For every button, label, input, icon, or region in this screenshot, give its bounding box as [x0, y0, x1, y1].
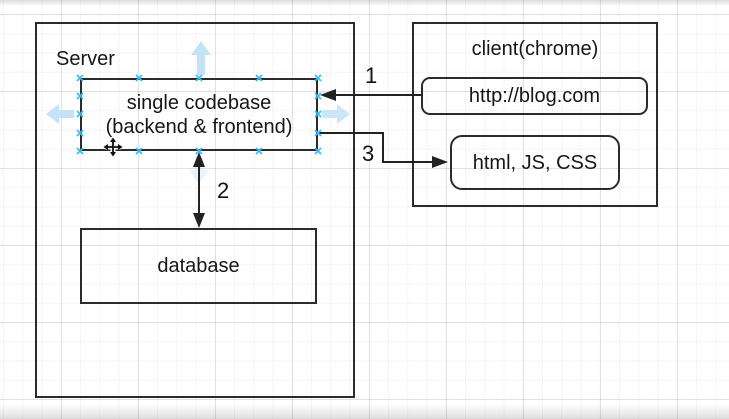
connection-point-icon[interactable] [76, 129, 84, 137]
connection-point-icon[interactable] [195, 147, 203, 155]
single-codebase-label-line2: (backend & frontend) [105, 115, 293, 138]
connector-response-arrowhead-icon [432, 156, 448, 168]
database-label: database [157, 255, 240, 277]
assets-label: html, JS, CSS [472, 151, 598, 174]
connector-response-label[interactable]: 3 [362, 141, 375, 166]
connection-point-icon[interactable] [76, 110, 84, 118]
connection-point-icon[interactable] [76, 74, 84, 82]
assets-shape[interactable]: html, JS, CSS [450, 135, 620, 190]
connection-point-icon[interactable] [314, 74, 322, 82]
connection-point-icon[interactable] [314, 110, 322, 118]
direction-arrow-right-icon[interactable] [322, 104, 350, 124]
direction-arrow-up-icon[interactable] [191, 41, 211, 75]
connector-db-link-arrowhead-top-icon [193, 152, 205, 167]
connector-db-link-label[interactable]: 2 [217, 178, 230, 203]
direction-arrow-left-icon[interactable] [46, 104, 74, 124]
connector-db-link[interactable] [193, 152, 205, 228]
connector-request-arrowhead-icon [320, 89, 336, 101]
move-cursor-icon [103, 137, 123, 157]
url-shape[interactable]: http://blog.com [421, 77, 648, 115]
single-codebase-label-line1: single codebase [126, 91, 272, 114]
connector-request[interactable] [320, 89, 421, 101]
client-container-shape[interactable] [412, 22, 658, 207]
connection-point-icon[interactable] [314, 92, 322, 100]
connection-point-icon[interactable] [314, 129, 322, 137]
connector-response[interactable] [318, 132, 448, 168]
client-title-label: client(chrome) [471, 38, 599, 60]
connection-point-icon[interactable] [135, 74, 143, 82]
connection-point-icon[interactable] [255, 74, 263, 82]
move-cursor-arrowheads [103, 137, 123, 157]
connection-point-icon[interactable] [255, 147, 263, 155]
selection-handles-group [76, 74, 322, 155]
server-container-shape[interactable] [35, 22, 355, 398]
connector-db-link-arrowhead-bottom-icon [193, 213, 205, 228]
url-label: http://blog.com [468, 85, 601, 107]
server-label: Server [56, 48, 115, 70]
connection-point-icon[interactable] [195, 74, 203, 82]
connection-point-icon[interactable] [76, 92, 84, 100]
connector-response-line[interactable] [318, 132, 436, 163]
database-shape[interactable]: database [80, 228, 317, 304]
move-cursor-cross [106, 140, 120, 154]
connection-point-icon[interactable] [76, 147, 84, 155]
connection-point-icon[interactable] [314, 147, 322, 155]
connection-point-icon[interactable] [135, 147, 143, 155]
connector-request-label[interactable]: 1 [365, 63, 378, 88]
